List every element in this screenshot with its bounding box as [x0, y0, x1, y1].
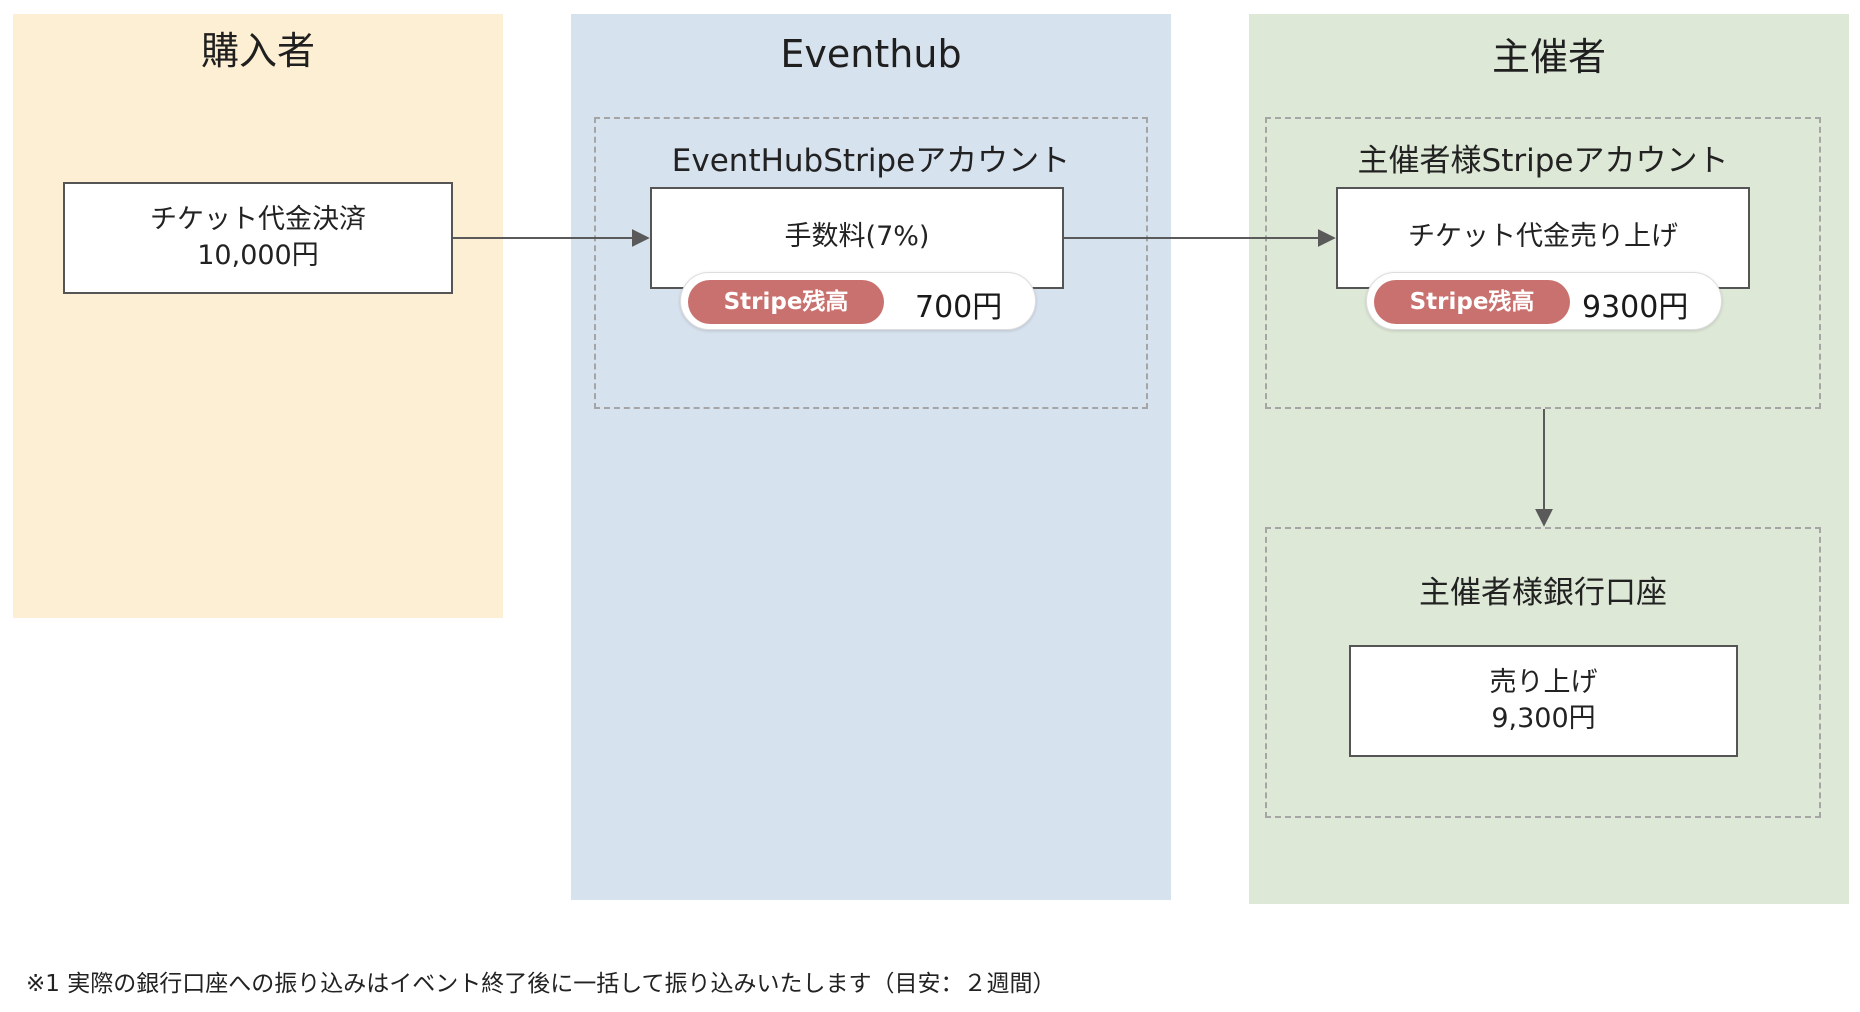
stripe-balance-badge: Stripe残高 [688, 280, 884, 324]
eventhub-balance-amount: 700円 [915, 290, 1003, 325]
sales-label: 売り上げ [1489, 666, 1598, 698]
lane-buyer: 購入者 [13, 14, 503, 618]
ticket-payment-amount: 10,000円 [197, 240, 319, 271]
organizer-balance-pill: Stripe残高 9300円 [1366, 272, 1722, 330]
organizer-bank-account-title: 主催者様銀行口座 [1419, 575, 1667, 611]
footnote: ※1 実際の銀行口座への振り込みはイベント終了後に一括して振り込みいたします（目… [26, 971, 1056, 997]
ticket-payment-box: チケット代金決済 10,000円 [63, 182, 453, 294]
lane-title-organizer: 主催者 [1491, 35, 1606, 79]
lane-title-eventhub: Eventhub [780, 32, 962, 76]
stripe-balance-badge-organizer: Stripe残高 [1374, 280, 1570, 324]
lane-eventhub: Eventhub [571, 14, 1171, 900]
eventhub-stripe-account-group: EventHubStripeアカウント [594, 117, 1148, 409]
ticket-sales-label: チケット代金売り上げ [1408, 221, 1678, 252]
eventhub-balance-pill: Stripe残高 700円 [680, 272, 1036, 330]
organizer-stripe-account-group: 主催者様Stripeアカウント [1265, 117, 1821, 409]
organizer-bank-account-group: 主催者様銀行口座 [1265, 527, 1821, 818]
eventhub-stripe-account-title: EventHubStripeアカウント [671, 143, 1071, 179]
organizer-balance-amount: 9300円 [1582, 290, 1689, 325]
organizer-stripe-account-title: 主催者様Stripeアカウント [1357, 143, 1729, 179]
sales-amount: 9,300円 [1491, 703, 1596, 734]
lane-title-buyer: 購入者 [200, 29, 315, 73]
ticket-payment-label: チケット代金決済 [150, 203, 366, 235]
sales-box: 売り上げ 9,300円 [1349, 645, 1738, 757]
fee-label: 手数料(7%) [784, 221, 930, 252]
